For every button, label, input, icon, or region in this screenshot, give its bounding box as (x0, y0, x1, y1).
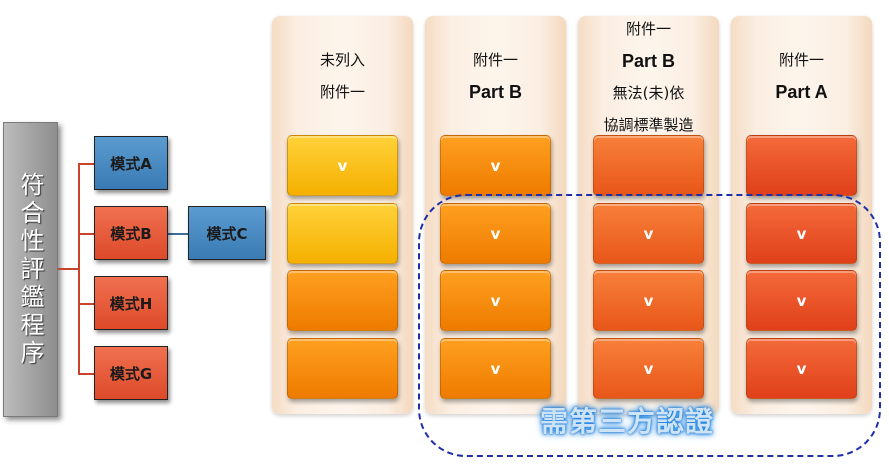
connector-b-c (168, 233, 188, 235)
column-2-header: 附件一 Part B (425, 44, 566, 108)
column-4-cell-4: v (746, 338, 857, 399)
column-2-line-1: 附件一 (472, 51, 518, 69)
connector-root (58, 268, 79, 270)
column-1-cell-2 (287, 203, 398, 264)
column-3-line-3: 無法(未)依 (612, 84, 685, 102)
column-2-cell-4: v (440, 338, 551, 399)
root-box (3, 122, 58, 417)
mode-b-label: 模式B (110, 224, 152, 243)
column-1-header: 未列入 附件一 (272, 44, 413, 108)
column-3-line-2: Part B (621, 51, 675, 71)
column-3-cell-3: v (593, 270, 704, 331)
column-3-header: 附件一 Part B 無法(未)依 協調標準製造 (578, 13, 719, 141)
mode-h-box: 模式H (94, 276, 168, 330)
connector-a (78, 163, 94, 165)
column-2-cell-3: v (440, 270, 551, 331)
connector-trunk (78, 163, 80, 374)
column-2-cell-2: v (440, 203, 551, 264)
third-party-boundary (418, 194, 881, 457)
column-3-line-1: 附件一 (625, 20, 671, 38)
column-4-header: 附件一 Part A (731, 44, 872, 108)
third-party-label: 需第三方認證 (540, 405, 715, 438)
mode-a-label: 模式A (110, 154, 152, 173)
column-2-cell-1: v (440, 135, 551, 196)
mode-c-label: 模式C (206, 224, 248, 243)
column-1-cell-1: v (287, 135, 398, 196)
mode-g-box: 模式G (94, 346, 168, 400)
column-3-cell-1 (593, 135, 704, 196)
column-1-line-2: 附件一 (319, 83, 365, 101)
mode-c-box: 模式C (188, 206, 266, 260)
column-4-line-2: Part A (775, 82, 828, 102)
column-3-line-4: 協調標準製造 (603, 116, 694, 134)
column-3-cell-2: v (593, 203, 704, 264)
column-1-line-1: 未列入 (319, 51, 365, 69)
connector-b (78, 233, 94, 235)
mode-g-label: 模式G (109, 364, 153, 383)
column-3-cell-4: v (593, 338, 704, 399)
column-4-cell-3: v (746, 270, 857, 331)
connector-h (78, 303, 94, 305)
mode-b-box: 模式B (94, 206, 168, 260)
column-4-line-1: 附件一 (778, 51, 824, 69)
root-label: 符合性評鑑程序 (16, 171, 44, 368)
column-2-line-2: Part B (468, 82, 522, 102)
mode-a-box: 模式A (94, 136, 168, 190)
column-1-cell-4 (287, 338, 398, 399)
column-1-cell-3 (287, 270, 398, 331)
column-4-cell-1 (746, 135, 857, 196)
mode-h-label: 模式H (109, 294, 153, 313)
connector-g (78, 373, 94, 375)
